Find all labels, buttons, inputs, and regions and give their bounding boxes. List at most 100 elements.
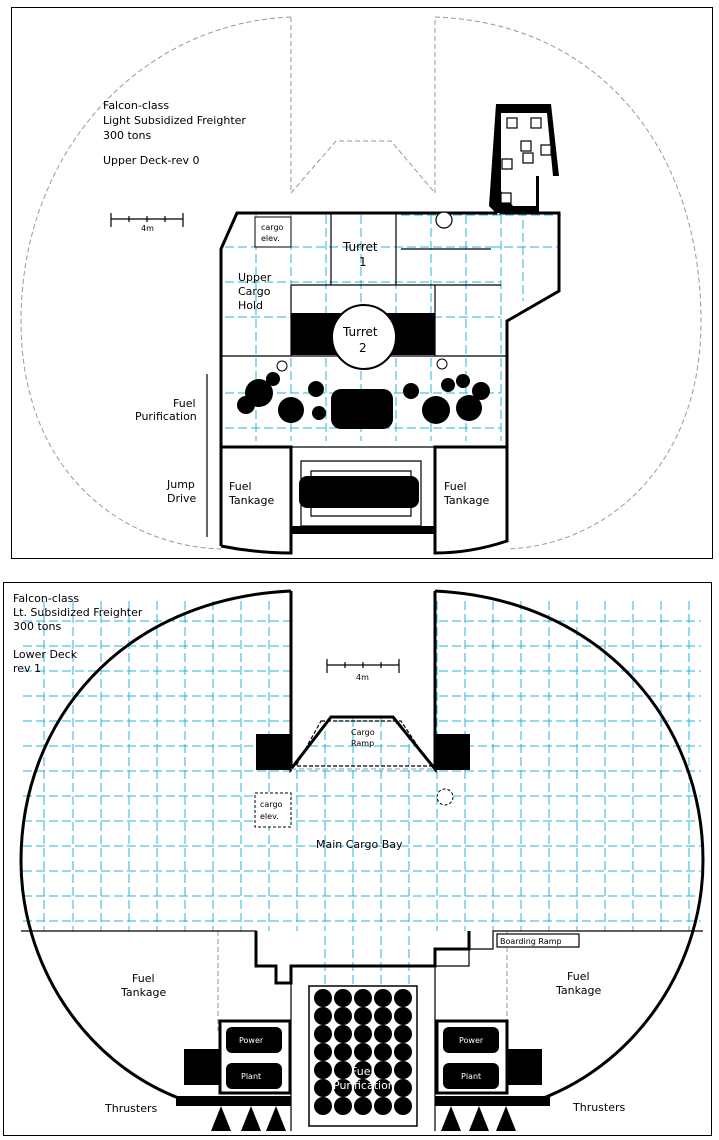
upper-cargo-line1: Upper [238, 271, 272, 284]
purification-tank [354, 1043, 372, 1061]
upper-cargo-elev-line2: elev. [261, 234, 280, 243]
thrusters-right-label: Thrusters [572, 1101, 626, 1114]
lower-deck-line1: Lower Deck [13, 648, 78, 661]
purification-tank [314, 1097, 332, 1115]
cargo-ramp-line2: Ramp [351, 739, 374, 748]
lower-deck-panel: Falcon-class Lt. Subsidized Freighter 30… [3, 582, 712, 1136]
purification-tank [374, 1043, 392, 1061]
lower-fuel-left-line1: Fuel [132, 972, 155, 985]
purification-tank [334, 1061, 352, 1079]
cargo-ramp-line1: Cargo [351, 728, 375, 737]
upper-fuel-right-line2: Tankage [443, 494, 490, 507]
purification-tank [394, 989, 412, 1007]
upper-small-tanks [276, 358, 448, 372]
lower-fuel-purif-line2: Purification [333, 1079, 395, 1092]
purification-tank [314, 1079, 332, 1097]
lower-title-line1: Falcon-class [13, 592, 79, 605]
upper-fuel-right-line1: Fuel [444, 480, 467, 493]
turret2-ring [331, 304, 397, 370]
cargo-ramp-outline [294, 720, 433, 767]
purification-tank [374, 1079, 392, 1097]
upper-cargo-line2: Cargo [238, 285, 271, 298]
upper-deck-panel: Falcon-class Light Subsidized Freighter … [11, 7, 713, 559]
upper-nose-outline [290, 17, 436, 195]
lower-bulkheads [184, 734, 542, 1085]
purification-tank [394, 1097, 412, 1115]
turret2-number: 2 [359, 341, 367, 355]
lower-fuel-purif-line1: Fuel [351, 1065, 374, 1078]
upper-fuel-purif-line2: Purification [135, 410, 197, 423]
purification-tank [334, 989, 352, 1007]
thruster-row [176, 1096, 550, 1131]
purification-tank [354, 1079, 372, 1097]
purification-tank [334, 1079, 352, 1097]
purification-tank [374, 989, 392, 1007]
upper-fuel-purif-line1: Fuel [173, 397, 196, 410]
purification-tank [314, 1007, 332, 1025]
purification-tank [314, 1043, 332, 1061]
purification-tank [314, 1061, 332, 1079]
lower-hull-outline [19, 589, 705, 1101]
upper-fuel-left-line2: Tankage [228, 494, 275, 507]
upper-deck-plan: Falcon-class Light Subsidized Freighter … [20, 16, 702, 555]
lower-title-line2: Lt. Subsidized Freighter [13, 606, 143, 619]
purification-tank [354, 1025, 372, 1043]
purification-tank [314, 989, 332, 1007]
upper-fuel-purification-tanks [237, 372, 490, 508]
lower-deck-line2: rev 1 [13, 662, 41, 675]
turret2-label: Turret [342, 325, 378, 339]
right-power-line1: Power [459, 1036, 484, 1045]
upper-deck-label: Upper Deck-rev 0 [103, 154, 199, 167]
purification-tank [394, 1043, 412, 1061]
purification-tank [354, 989, 372, 1007]
lower-fuel-left-line2: Tankage [120, 986, 167, 999]
jump-drive-base [291, 526, 435, 534]
left-power-plant [218, 1019, 292, 1095]
purification-tank [334, 1007, 352, 1025]
lower-scale-label: 4m [356, 673, 369, 682]
purification-tank [394, 1079, 412, 1097]
purification-tank [334, 1043, 352, 1061]
purification-tank [394, 1061, 412, 1079]
lower-cargo-elev-line1: cargo [260, 800, 283, 809]
purification-tank [334, 1025, 352, 1043]
lower-fuel-purification-tanks [314, 989, 412, 1115]
upper-hull-outline [20, 16, 702, 550]
right-power-plant [435, 1019, 509, 1095]
purification-tank [394, 1025, 412, 1043]
upper-fuel-left-line1: Fuel [229, 480, 252, 493]
purification-tank [374, 1061, 392, 1079]
upper-cargo-line3: Hold [238, 299, 263, 312]
boarding-ramp-label: Boarding Ramp [500, 937, 562, 946]
lower-fuel-right-line1: Fuel [567, 970, 590, 983]
upper-title-line2: Light Subsidized Freighter [103, 114, 246, 127]
upper-title-block: Falcon-class Light Subsidized Freighter … [103, 99, 246, 167]
purification-tank [374, 1097, 392, 1115]
purification-tank [354, 1097, 372, 1115]
lower-deck-plan: Falcon-class Lt. Subsidized Freighter 30… [13, 586, 705, 1131]
purification-tank [374, 1025, 392, 1043]
purification-tank [354, 1061, 372, 1079]
jump-drive-line1: Jump [166, 478, 195, 491]
left-power-line2: Plant [241, 1072, 261, 1081]
lower-title-block: Falcon-class Lt. Subsidized Freighter 30… [13, 592, 143, 675]
turret1-label: Turret [342, 240, 378, 254]
upper-title-line1: Falcon-class [103, 99, 169, 112]
turret1-number: 1 [359, 255, 367, 269]
left-power-line1: Power [239, 1036, 264, 1045]
purification-tank [374, 1007, 392, 1025]
lower-fuel-right-line2: Tankage [555, 984, 602, 997]
main-cargo-bay-label: Main Cargo Bay [316, 838, 403, 851]
purification-tank [394, 1007, 412, 1025]
upper-title-line3: 300 tons [103, 129, 152, 142]
jump-drive-line2: Drive [167, 492, 197, 505]
purification-tank [334, 1097, 352, 1115]
thrusters-left-label: Thrusters [104, 1102, 158, 1115]
lower-title-line3: 300 tons [13, 620, 62, 633]
purification-tank [354, 1007, 372, 1025]
cockpit-seats [500, 117, 552, 204]
lower-cargo-elev-line2: elev. [260, 812, 279, 821]
right-power-line2: Plant [461, 1072, 481, 1081]
purification-tank [314, 1025, 332, 1043]
upper-cargo-elev-line1: cargo [261, 223, 284, 232]
